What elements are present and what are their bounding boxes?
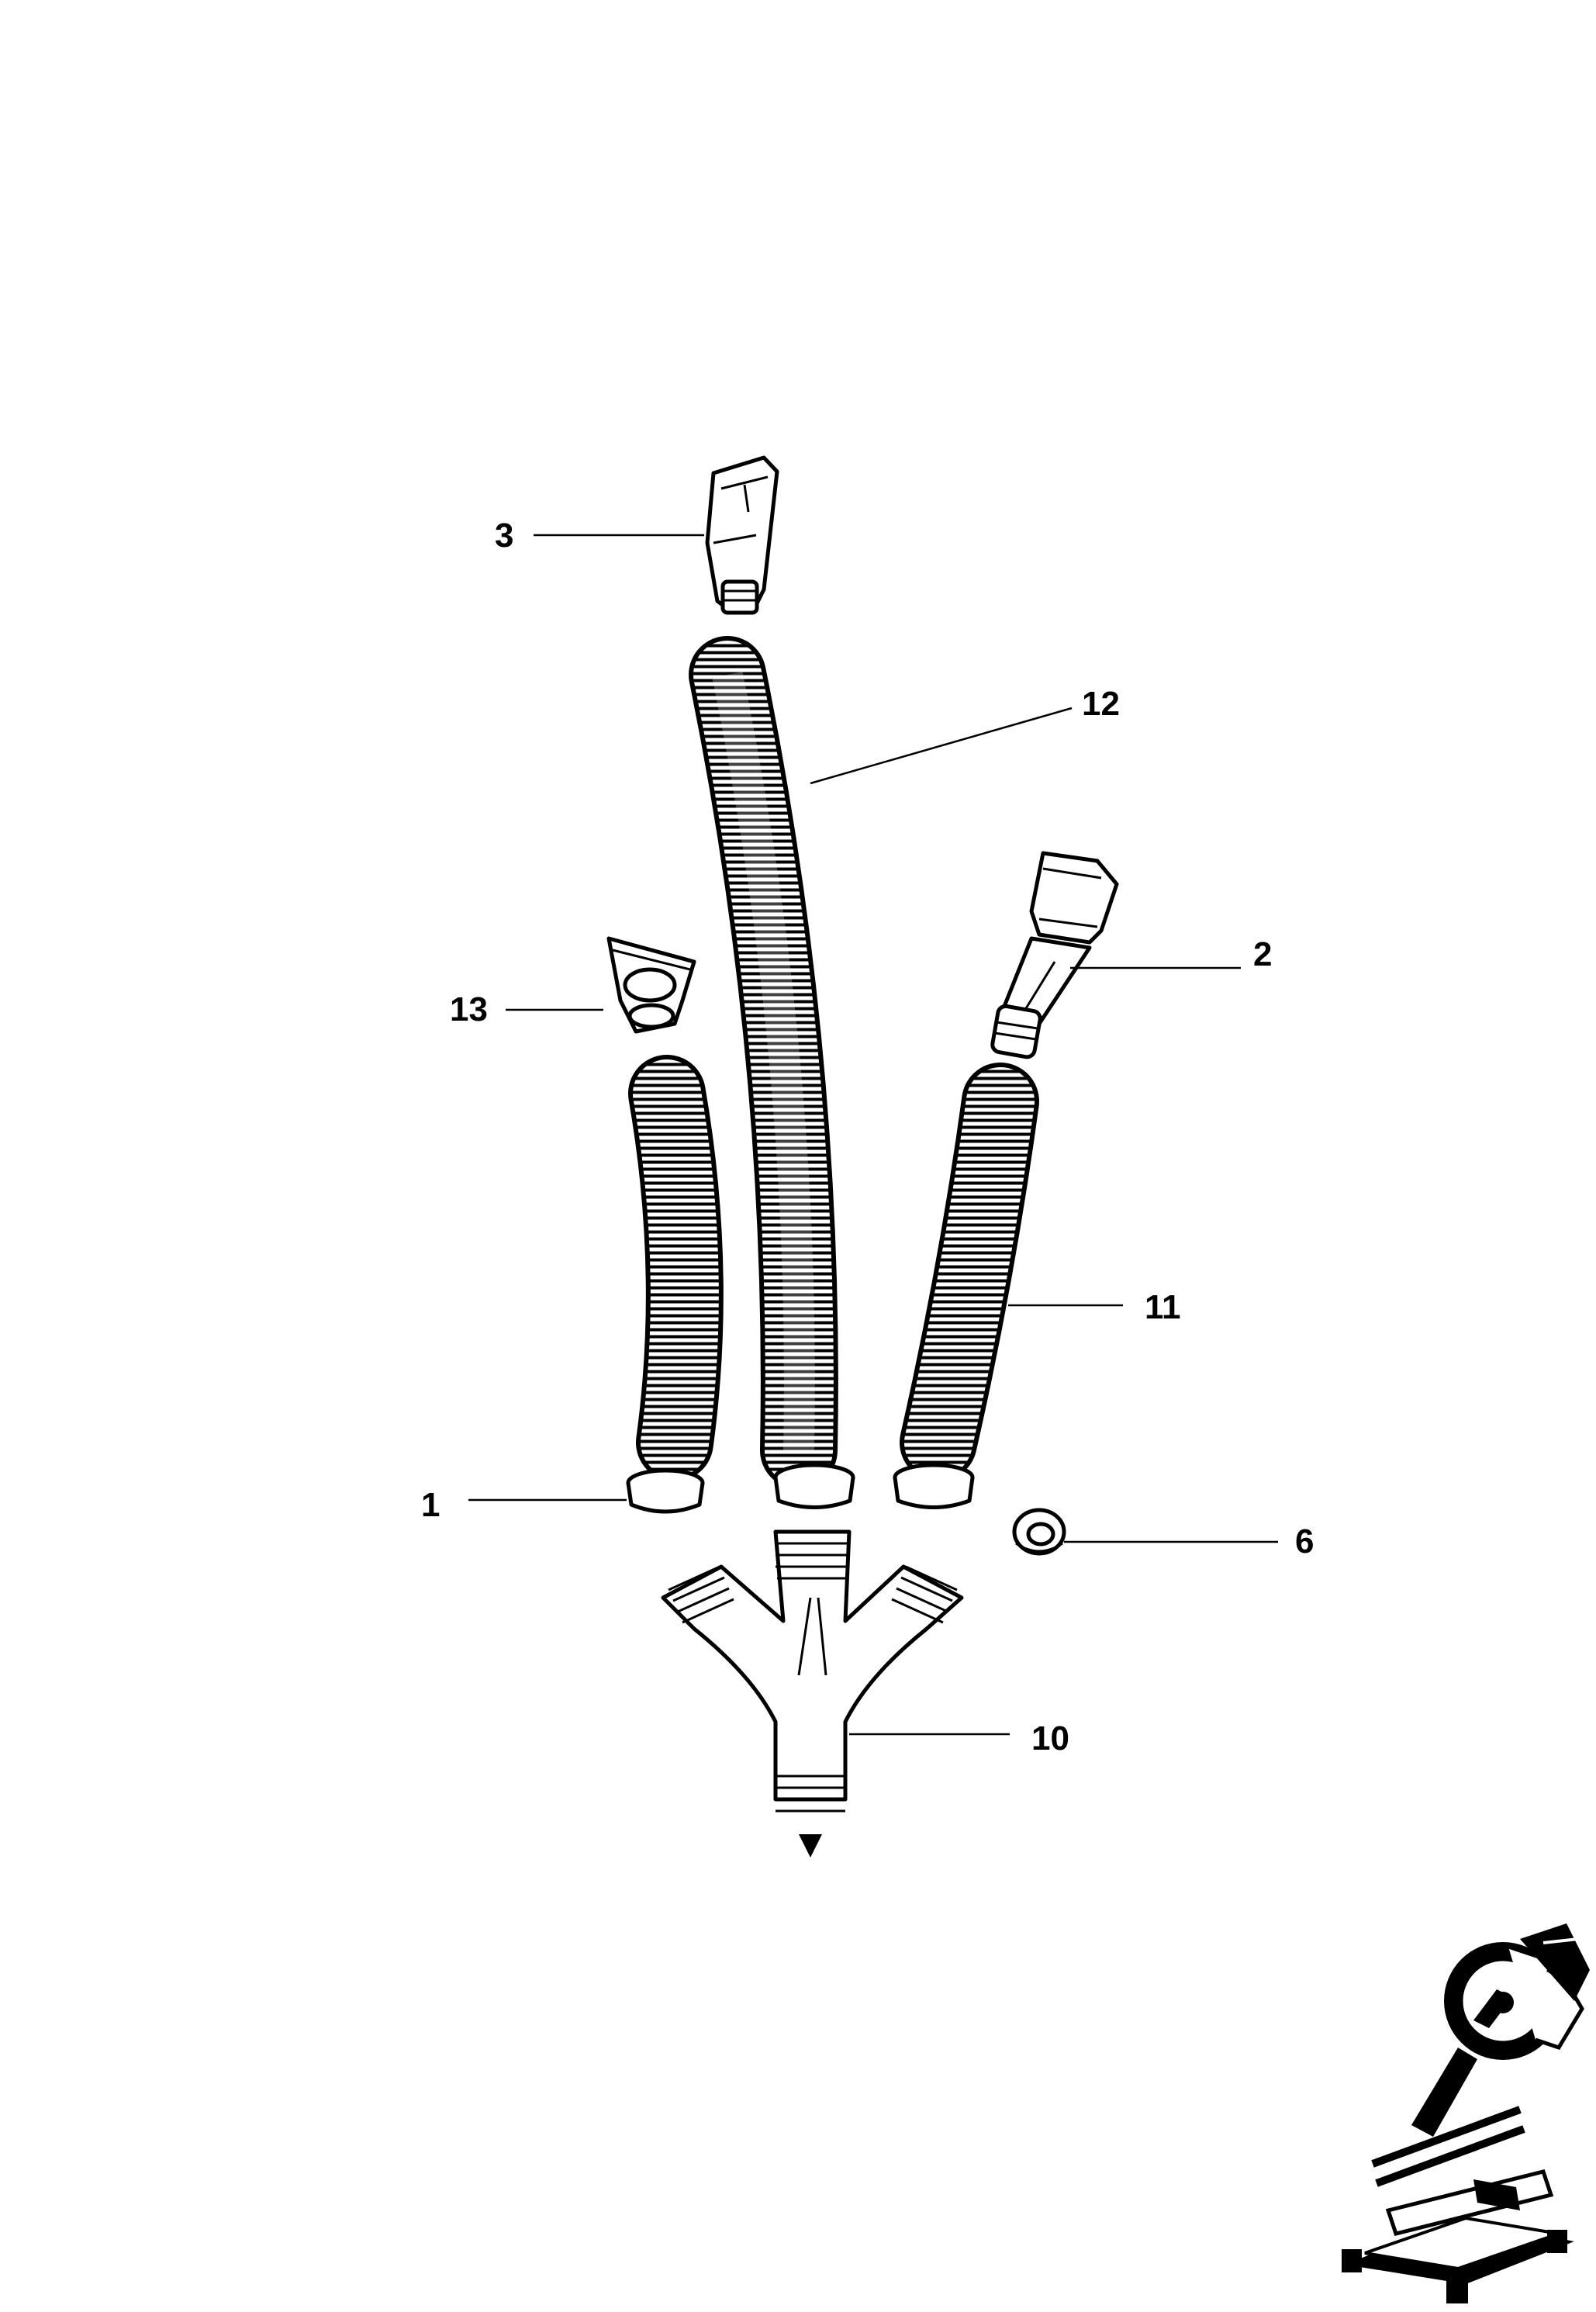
callout-10: 10 <box>1031 1719 1069 1757</box>
callout-3: 3 <box>495 517 513 555</box>
callout-12: 12 <box>1082 685 1120 723</box>
tri-connector-outlet-thread <box>776 1775 845 1813</box>
part-10-tri-connector <box>661 1529 964 1858</box>
ring-right <box>893 1463 975 1509</box>
miter-saw-icon <box>1342 1923 1590 2303</box>
callout-2: 2 <box>1253 935 1272 973</box>
part-13-connector <box>606 936 696 1034</box>
ring-left <box>626 1468 705 1514</box>
left-short-hose <box>628 1055 724 1481</box>
part-3-nozzle <box>705 455 779 615</box>
leader-12 <box>810 707 1073 785</box>
tri-connector-left-thread <box>668 1565 734 1624</box>
callout-11: 11 <box>1145 1288 1181 1326</box>
ring-center <box>773 1463 855 1509</box>
tri-connector-right-thread <box>891 1565 958 1624</box>
leader-lines <box>468 534 1278 1736</box>
part-11-right-hose <box>900 1063 1039 1481</box>
part-1-rings <box>626 1463 975 1514</box>
part-12-long-hose <box>689 636 838 1489</box>
callout-1: 1 <box>421 1486 440 1524</box>
part-2-adapter <box>990 851 1119 1059</box>
tri-connector-center-thread <box>776 1542 849 1580</box>
part-6-cap <box>1012 1508 1066 1556</box>
callout-13: 13 <box>450 990 488 1028</box>
callout-labels: 3 12 2 13 11 1 6 10 <box>421 517 1314 1757</box>
callout-6: 6 <box>1295 1522 1314 1560</box>
